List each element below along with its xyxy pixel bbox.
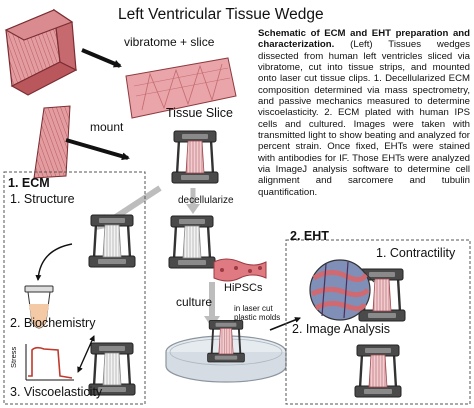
ecm-structure-label: 1. Structure bbox=[10, 192, 75, 206]
zoom-cell-circle bbox=[309, 259, 375, 321]
arrow-to-slice bbox=[81, 48, 122, 68]
figure-caption: Schematic of ECM and EHT preparation and… bbox=[258, 28, 470, 198]
label-decellularize: decellularize bbox=[178, 195, 234, 206]
curved-arrow-to-tube bbox=[35, 243, 73, 281]
label-tissue-slice: Tissue Slice bbox=[166, 106, 233, 120]
double-arrow-mechanics bbox=[77, 335, 95, 373]
ecm-clip-center-illustration bbox=[167, 214, 217, 270]
hipscs-cell-ribbon bbox=[213, 258, 267, 282]
ecm-header: 1. ECM bbox=[8, 176, 50, 190]
label-culture: culture bbox=[176, 295, 213, 309]
tissue-slice-illustration bbox=[125, 57, 237, 119]
figure-title: Left Ventricular Tissue Wedge bbox=[118, 6, 324, 23]
ecm-mechanics-clip bbox=[87, 341, 137, 397]
tissue-wedge-illustration bbox=[4, 8, 78, 96]
label-vibratome: vibratome + slice bbox=[124, 35, 215, 49]
stress-axis-label: Stress bbox=[9, 346, 18, 368]
eht-contractility-clip bbox=[357, 267, 407, 323]
label-hipscs: HiPSCs bbox=[224, 282, 263, 294]
ecm-structure-clip bbox=[87, 213, 137, 269]
eht-section-box bbox=[285, 239, 471, 405]
eht-contractility-label: 1. Contractility bbox=[376, 246, 456, 260]
ecm-biochemistry-label: 2. Biochemistry bbox=[10, 316, 96, 330]
eht-image-analysis-label: 2. Image Analysis bbox=[292, 322, 390, 336]
sample-tube-illustration bbox=[24, 285, 54, 329]
arrow-to-eht bbox=[269, 317, 301, 331]
caption-body: (Left) Tissues wedges dissected from hum… bbox=[258, 39, 470, 198]
ecm-section-box bbox=[3, 171, 146, 405]
caption-bold: Schematic of ECM and EHT preparation and… bbox=[258, 28, 470, 51]
label-mount: mount bbox=[90, 120, 124, 134]
label-molds: in laser cut plastic molds bbox=[234, 304, 281, 322]
eht-header: 2. EHT bbox=[290, 229, 329, 243]
mounted-clip-illustration bbox=[170, 129, 220, 185]
arrow-mount bbox=[65, 138, 130, 161]
tissue-strip-illustration bbox=[33, 105, 71, 179]
petri-dish-illustration bbox=[165, 319, 287, 383]
ecm-viscoelasticity-label: 3. Viscoelasticity bbox=[10, 385, 103, 399]
stress-curve-plot bbox=[25, 344, 74, 381]
eht-image-analysis-clip bbox=[353, 343, 403, 399]
